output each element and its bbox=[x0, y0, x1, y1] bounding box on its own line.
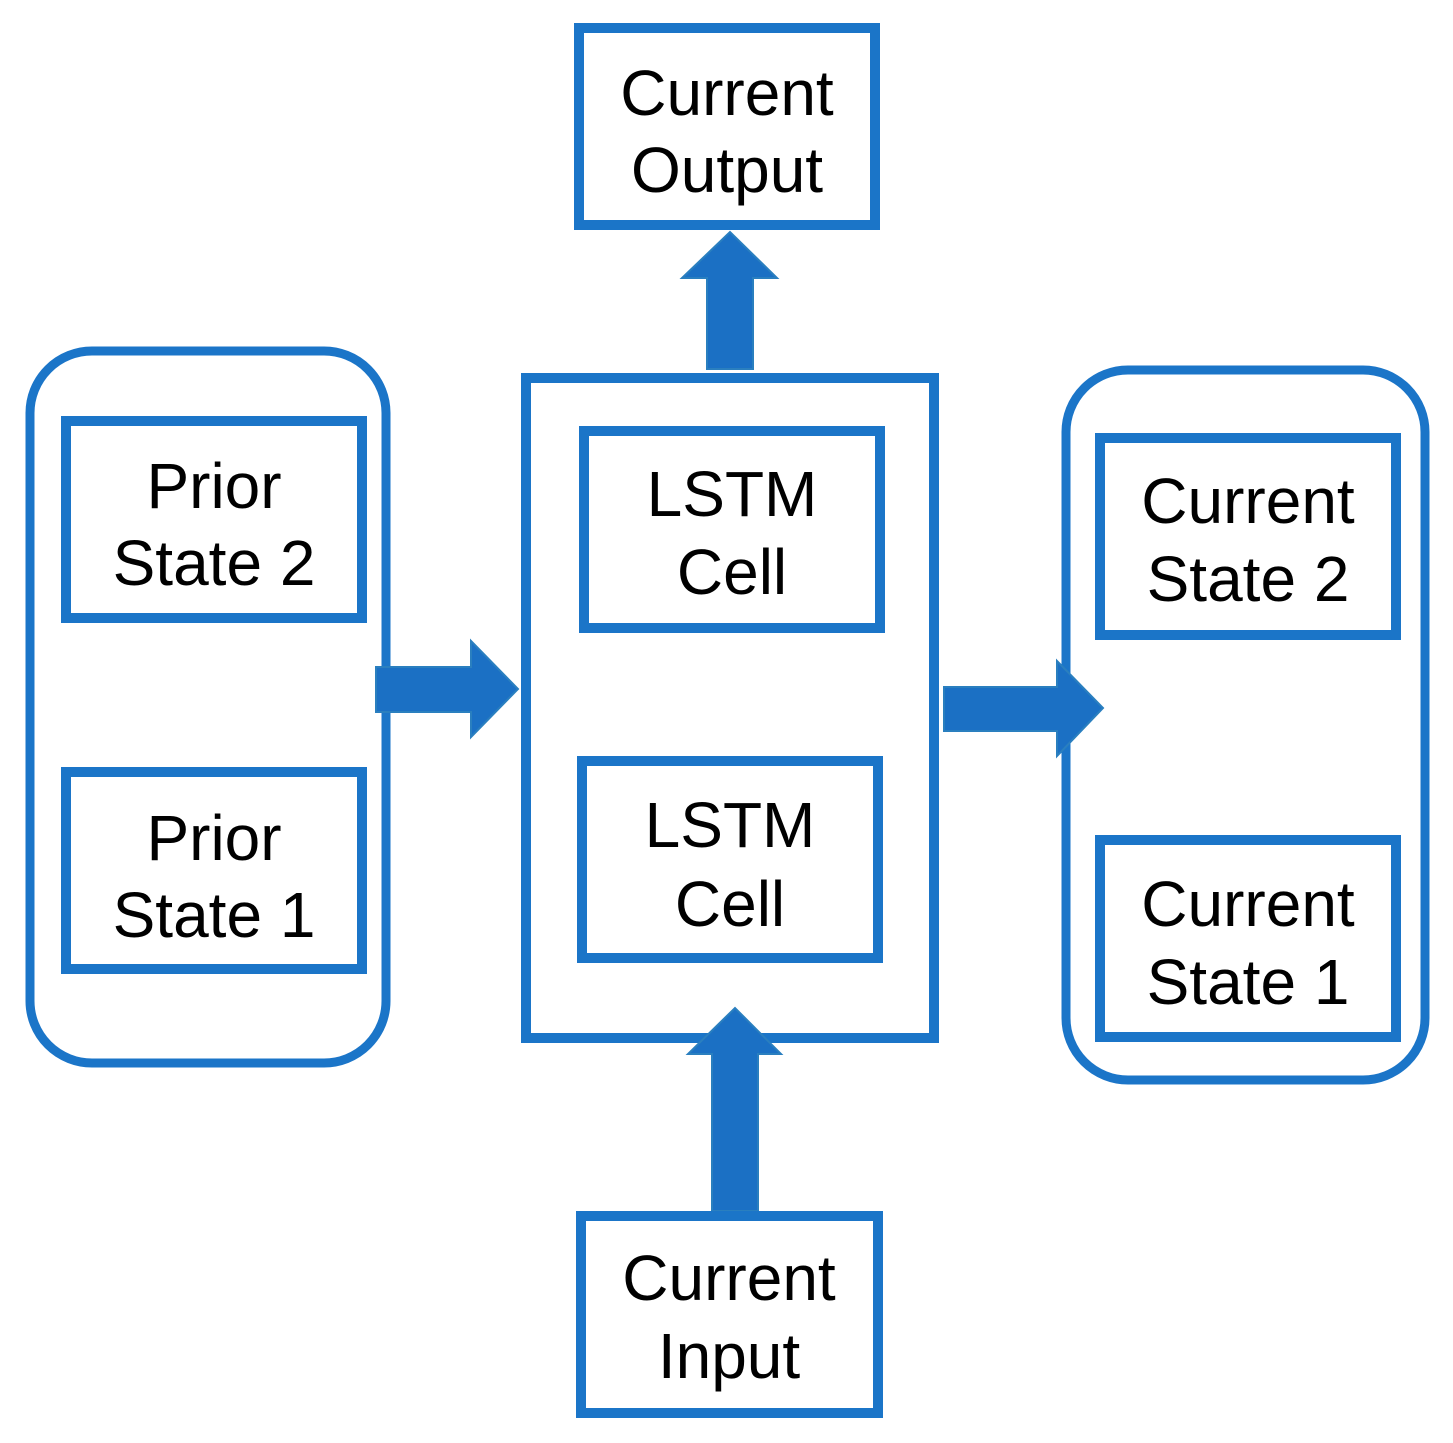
arrow-up-to-output bbox=[679, 230, 780, 370]
prior-state-2-label-line1: Prior bbox=[146, 450, 281, 522]
current-output-label-line2: Output bbox=[631, 134, 823, 206]
arrow-up-from-input bbox=[685, 1006, 784, 1212]
lstm-cell-top-label-line2: Cell bbox=[677, 536, 787, 608]
current-state-2-node: Current State 2 bbox=[1095, 433, 1401, 640]
lstm-cell-bottom-node: LSTM Cell bbox=[577, 756, 883, 963]
current-state-1-label-line2: State 1 bbox=[1147, 946, 1350, 1018]
current-input-node: Current Input bbox=[576, 1211, 883, 1418]
prior-state-1-node: Prior State 1 bbox=[61, 767, 367, 974]
prior-state-2-label-line2: State 2 bbox=[113, 527, 316, 599]
current-output-node: Current Output bbox=[574, 23, 880, 230]
lstm-cell-bottom-label-line1: LSTM bbox=[645, 789, 816, 861]
current-output-label-line1: Current bbox=[620, 57, 834, 129]
prior-state-1-label-line1: Prior bbox=[146, 802, 281, 874]
current-state-2-label-line1: Current bbox=[1141, 465, 1355, 537]
arrow-right-from-prior bbox=[375, 638, 520, 740]
lstm-cell-top-label-line1: LSTM bbox=[647, 458, 818, 530]
current-input-label-line1: Current bbox=[622, 1242, 836, 1314]
arrow-right-to-current-states bbox=[943, 658, 1105, 759]
current-state-2-label-line2: State 2 bbox=[1147, 543, 1350, 615]
current-state-1-label-line1: Current bbox=[1141, 868, 1355, 940]
prior-state-2-node: Prior State 2 bbox=[61, 416, 367, 623]
current-state-1-node: Current State 1 bbox=[1095, 835, 1401, 1042]
current-input-label-line2: Input bbox=[658, 1320, 801, 1392]
lstm-cell-bottom-label-line2: Cell bbox=[675, 868, 785, 940]
prior-state-1-label-line2: State 1 bbox=[113, 879, 316, 951]
lstm-cell-top-node: LSTM Cell bbox=[579, 426, 885, 633]
